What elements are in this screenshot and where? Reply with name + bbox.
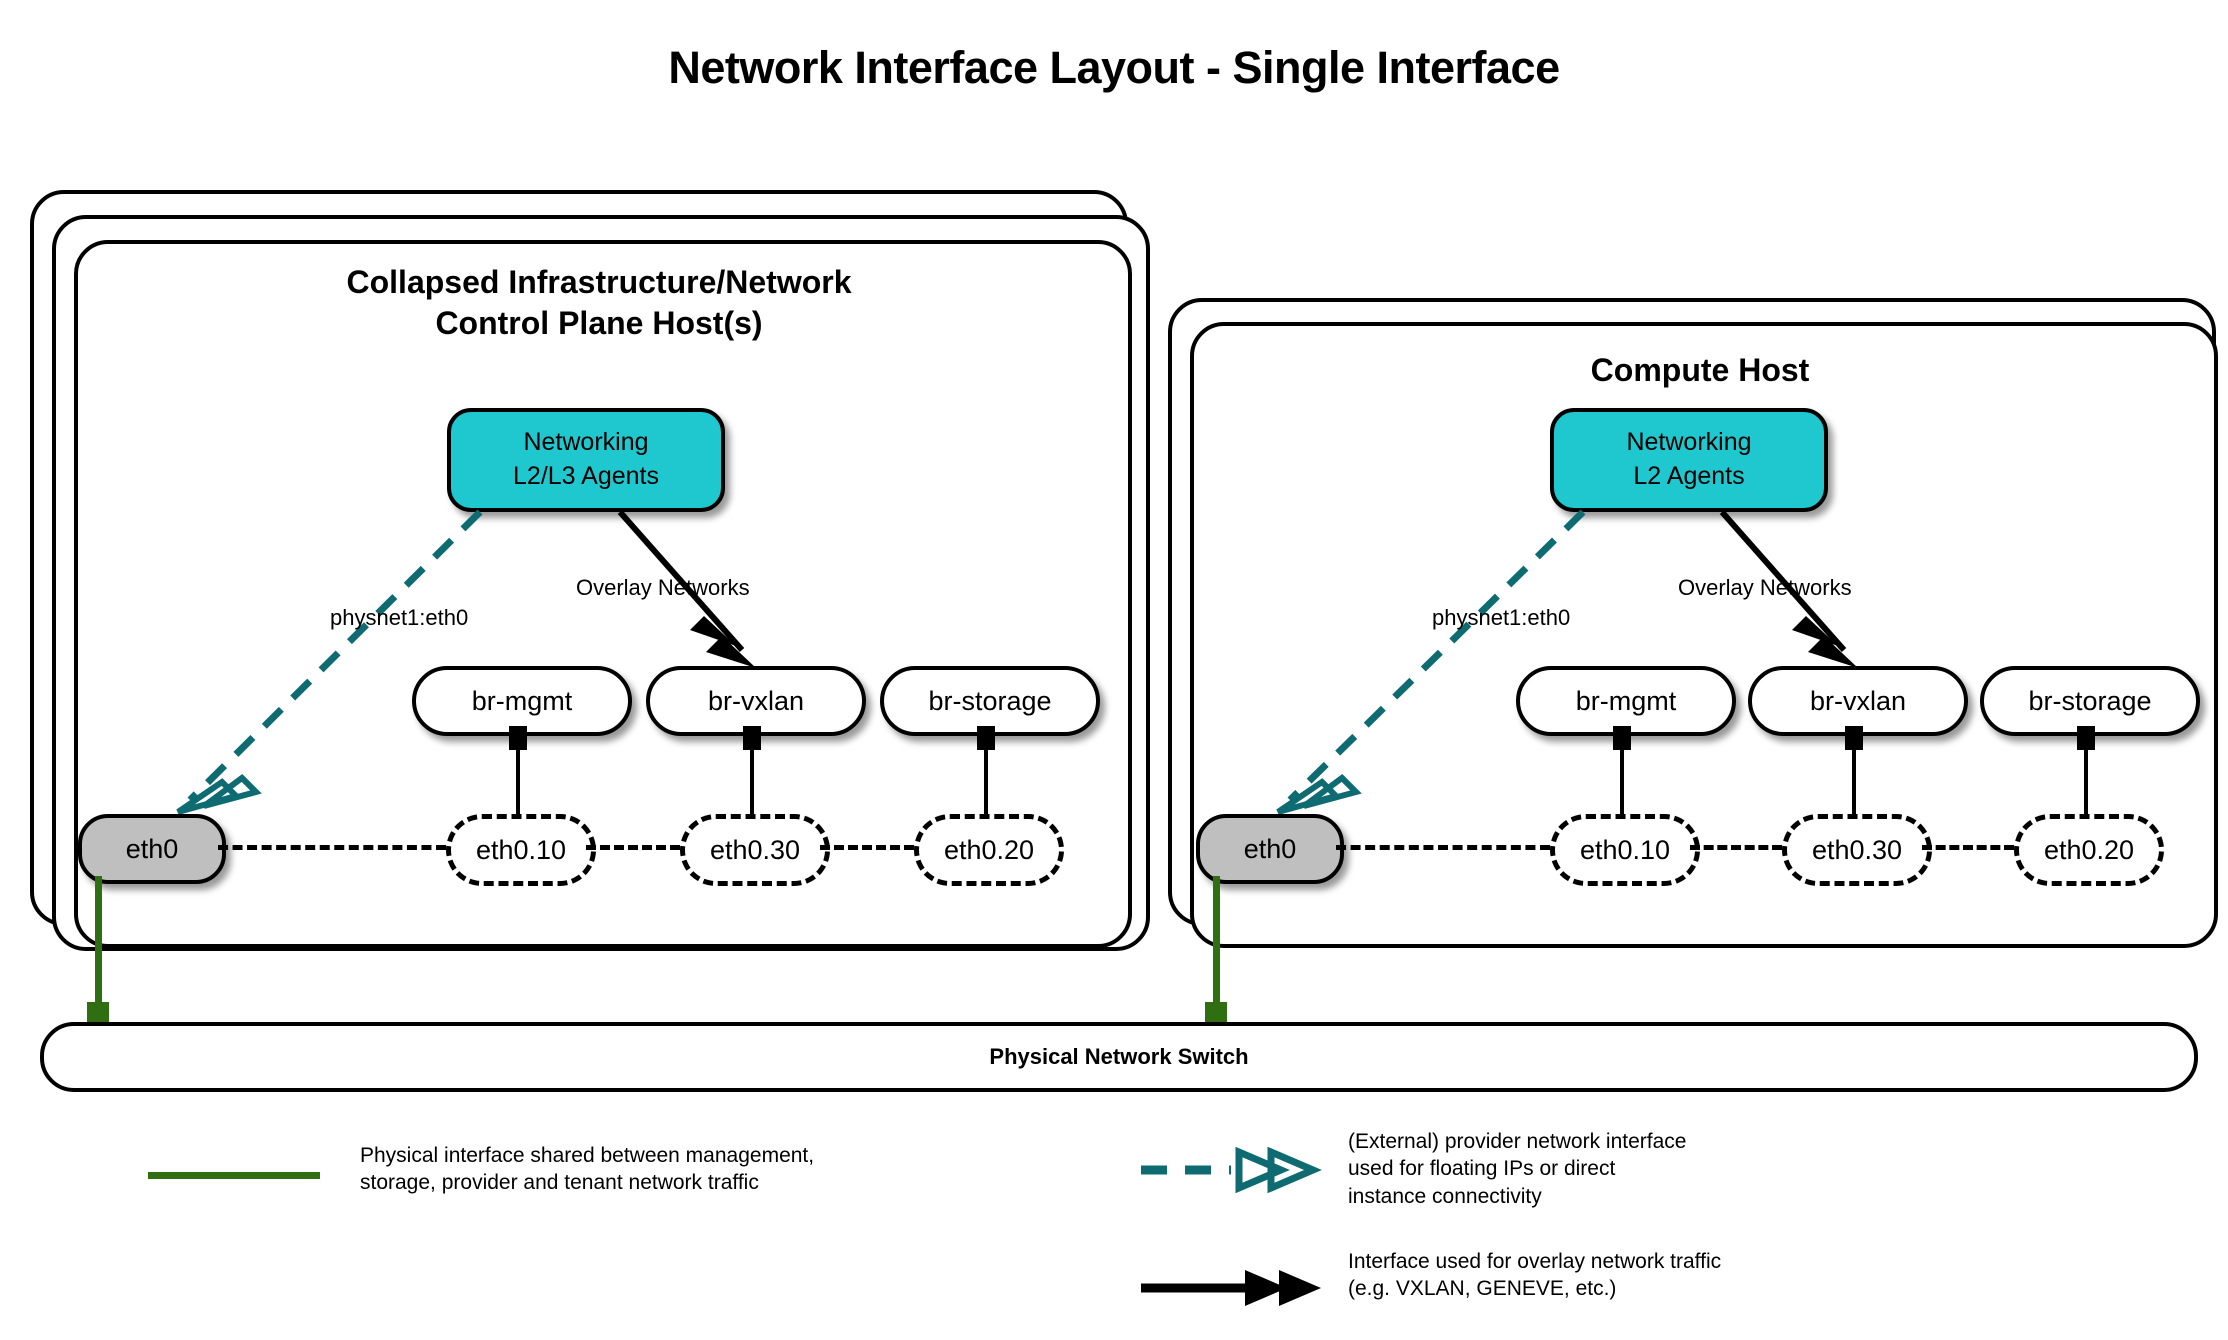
bridge-label: br-storage [2028,685,2152,716]
vlan-interface-eth0-30[interactable]: eth0.30 [1782,814,1932,886]
vlan-interface-eth0-10[interactable]: eth0.10 [1550,814,1700,886]
bridge-label: br-vxlan [1809,685,1907,716]
overlay-network-label: Overlay Networks [576,575,750,600]
physical-nic-eth0[interactable]: eth0 [78,814,226,884]
vlan-interface-eth0-20[interactable]: eth0.20 [2014,814,2164,886]
bridge-vlan-link [1852,744,1856,816]
bridge-port-stub [1845,726,1863,750]
legend-provider-text: (External) provider network interface us… [1348,1130,1687,1208]
bridge-label: br-vxlan [707,685,805,716]
agent-label-line-1: Networking [1626,428,1752,457]
bridge-vlan-link [516,744,520,816]
vlan-label: eth0.10 [1579,834,1671,865]
vlan-interface-eth0-20[interactable]: eth0.20 [914,814,1064,886]
provider-network-label: physnet1:eth0 [330,605,469,630]
bridge-port-stub [743,726,761,750]
host-title-line-1: Compute Host [1590,352,1810,388]
physical-cable [1213,876,1220,1012]
networking-agent-node[interactable]: Networking L2/L3 Agents [447,408,725,512]
bridge-vlan-link [2084,744,2088,816]
host-title-line-1: Collapsed Infrastructure/Network [346,264,852,300]
host-title: Compute Host [1190,350,2210,391]
bridge-br-vxlan[interactable]: br-vxlan [1748,666,1968,736]
trunk-link [218,845,446,850]
vlan-interface-eth0-10[interactable]: eth0.10 [446,814,596,886]
nic-label: eth0 [1243,833,1297,864]
trunk-link [1690,845,1782,850]
vlan-label: eth0.20 [2043,834,2135,865]
legend-provider-arrow-marker [1141,1146,1322,1194]
trunk-link [1336,845,1550,850]
vlan-label: eth0.30 [1811,834,1903,865]
overlay-network-label: Overlay Networks [1678,575,1852,600]
networking-agent-node[interactable]: Networking L2 Agents [1550,408,1828,512]
physical-cable [95,876,102,1012]
provider-network-label: physnet1:eth0 [1432,605,1571,630]
vlan-label: eth0.10 [475,834,567,865]
bridge-vlan-link [750,744,754,816]
bridge-br-vxlan[interactable]: br-vxlan [646,666,866,736]
bridge-port-stub [1613,726,1631,750]
bridge-br-mgmt[interactable]: br-mgmt [412,666,632,736]
agent-label-line-2: L2/L3 Agents [513,462,659,490]
physical-network-switch[interactable]: Physical Network Switch [40,1022,2198,1092]
physical-nic-eth0[interactable]: eth0 [1196,814,1344,884]
vlan-interface-eth0-30[interactable]: eth0.30 [680,814,830,886]
page-title: Network Interface Layout - Single Interf… [668,42,1560,93]
bridge-br-storage[interactable]: br-storage [880,666,1100,736]
trunk-link [586,845,680,850]
trunk-link [1922,845,2014,850]
bridge-vlan-link [984,744,988,816]
vlan-label: eth0.20 [943,834,1035,865]
bridge-vlan-link [1620,744,1624,816]
bridge-port-stub [509,726,527,750]
bridge-label: br-mgmt [1575,685,1677,716]
host-title: Collapsed Infrastructure/Network Control… [74,262,1124,344]
trunk-link [820,845,914,850]
bridge-port-stub [977,726,995,750]
legend-physical-line-marker [148,1172,320,1179]
bridge-port-stub [2077,726,2095,750]
switch-label: Physical Network Switch [989,1044,1249,1069]
legend-overlay-text: Interface used for overlay network traff… [1348,1250,1722,1301]
legend-physical-text: Physical interface shared between manage… [360,1144,815,1195]
host-title-line-2: Control Plane Host(s) [435,304,763,341]
bridge-label: br-storage [928,685,1052,716]
bridge-label: br-mgmt [471,685,573,716]
nic-label: eth0 [125,833,179,864]
agent-label-line-2: L2 Agents [1633,462,1745,490]
agent-label-line-1: Networking [523,428,649,457]
legend-overlay-arrow-marker [1141,1270,1321,1306]
vlan-label: eth0.30 [709,834,801,865]
